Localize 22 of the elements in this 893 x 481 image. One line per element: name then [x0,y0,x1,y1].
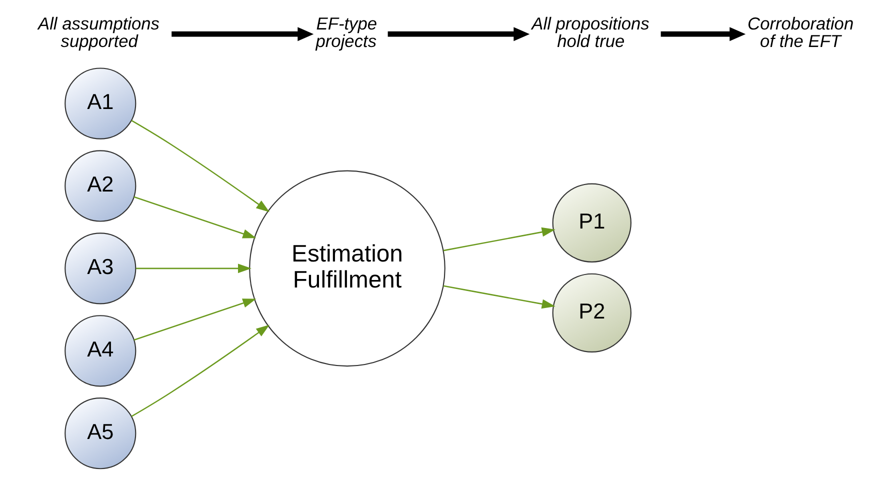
node-text: Corroboration of the EFT [748,14,854,51]
node-circle: A2 [64,150,136,222]
arrow [131,324,270,417]
arrow [443,285,556,309]
arrow [443,227,556,252]
arrow [660,27,746,42]
node-circle: A1 [64,68,136,140]
arrow [136,264,252,274]
node-circle: A3 [64,232,136,304]
arrow [388,27,530,42]
node-circle: Estimation Fulfillment [249,170,446,367]
node-circle: P2 [552,273,632,353]
node-text: All propositions hold true [532,14,650,51]
node-text: EF-type projects [316,14,378,51]
node-circle: P1 [552,183,632,262]
node-text: All assumptions supported [38,14,160,51]
arrow [172,27,314,42]
arrow [134,298,256,341]
arrow [131,120,270,212]
node-circle: A5 [64,398,136,470]
arrow [134,196,256,238]
node-circle: A4 [64,315,136,387]
